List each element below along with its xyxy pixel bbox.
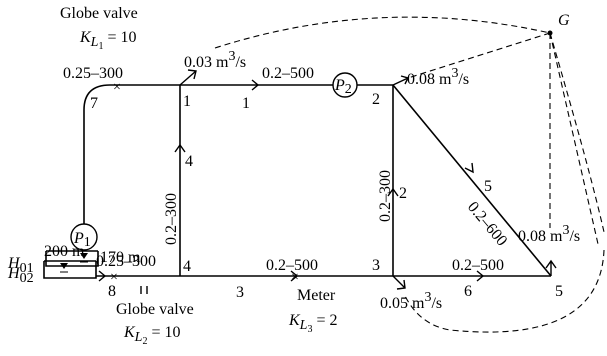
reservoir-2-h: H02 <box>7 265 34 286</box>
dash-g-diag <box>549 32 599 245</box>
valve-bottom-title: Globe valve <box>116 301 194 318</box>
pipe-1-id: 1 <box>242 95 250 112</box>
meter-title: Meter <box>297 287 336 304</box>
pipe-2-spec: 0.2–300 <box>377 170 394 222</box>
reservoir-1-level: 170 m <box>100 249 141 266</box>
pipe-6-spec: 0.2–500 <box>452 257 504 274</box>
node-4-label: 4 <box>183 258 191 275</box>
dash-g-to-q3 <box>404 249 605 333</box>
flow-q3: 0.05 m3/s <box>380 290 442 312</box>
pipe-5-id: 5 <box>484 178 492 195</box>
reservoir-1-h: H01 <box>7 255 34 276</box>
dash-g-to-q2 <box>407 32 551 79</box>
pump-1-label: P1 <box>73 230 91 250</box>
pump-2-label: P2 <box>334 77 352 97</box>
reservoir-2-level: 200 m <box>44 243 85 260</box>
pipe-8-spec: 0.25–300 <box>96 253 156 270</box>
meter-k: KL3= 2 <box>288 312 338 335</box>
pipe-7 <box>83 84 180 224</box>
pipe-1-flow-arrow <box>251 79 260 91</box>
node-1-label: 1 <box>183 93 191 110</box>
pipe-8-id: 8 <box>108 283 116 300</box>
reservoir-2 <box>43 260 97 279</box>
point-g-label: G <box>558 12 570 29</box>
dash-g-to-q1 <box>214 16 551 49</box>
flow-q2: 0.08 m3/s <box>407 66 469 88</box>
valve-bottom-tick <box>140 286 148 294</box>
pipe-3-id: 3 <box>236 284 244 301</box>
dash-g-right <box>549 32 605 233</box>
node-3-label: 3 <box>372 257 380 274</box>
flow-q5: 0.08 m3/s <box>518 223 580 245</box>
valve-bottom-k: KL2= 10 <box>123 324 181 347</box>
node-2-label: 2 <box>372 91 380 108</box>
reservoir-1 <box>45 250 99 267</box>
pipe-4-id: 4 <box>185 153 193 170</box>
valve-bottom-marker: × <box>110 270 118 285</box>
valve-top-k: KL1= 10 <box>79 29 137 52</box>
pipe-7-spec: 0.25–300 <box>63 65 123 82</box>
pipe-6-id: 6 <box>464 283 472 300</box>
meter-marker: × <box>291 270 299 285</box>
pipe-2-id: 2 <box>399 185 407 202</box>
pipe-7-id: 7 <box>90 95 98 112</box>
valve-top-title: Globe valve <box>60 5 138 22</box>
pipe-5 <box>392 84 552 277</box>
flow-q1: 0.03 m3/s <box>184 49 246 71</box>
node-5-label: 5 <box>555 283 563 300</box>
pipe-1-spec: 0.2–500 <box>262 65 314 82</box>
pipe-3-spec: 0.2–500 <box>266 257 318 274</box>
pipe-4-spec: 0.2–300 <box>163 193 180 245</box>
pipe-5-spec: 0.2–600 <box>464 199 510 250</box>
valve-top-marker: × <box>113 80 121 95</box>
